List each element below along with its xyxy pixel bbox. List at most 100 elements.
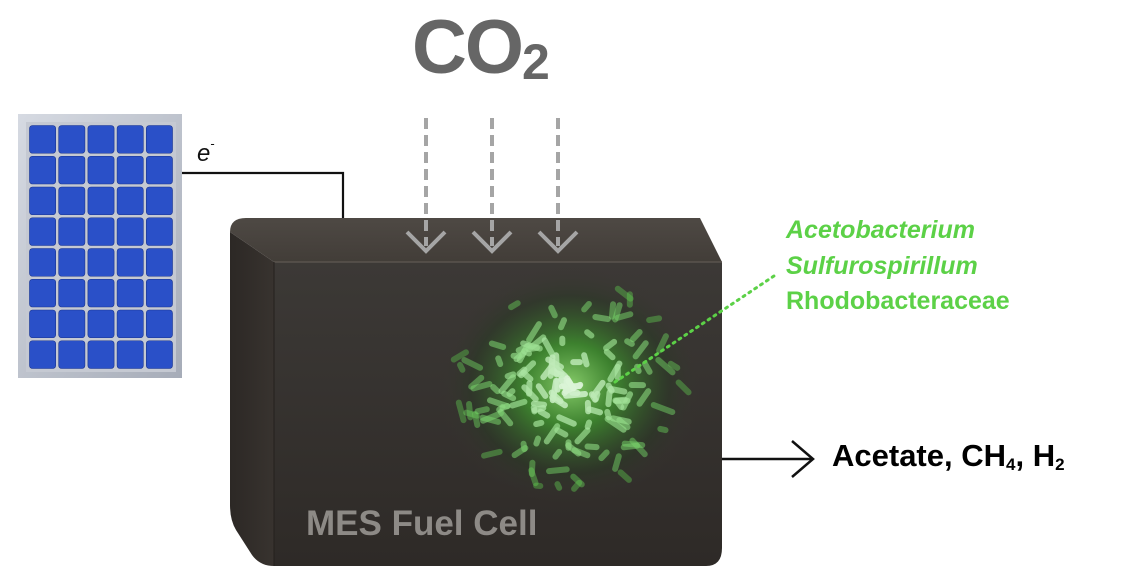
solar-cell: [87, 340, 115, 369]
co2-arrow-1: [405, 118, 447, 254]
microbe-rod: [535, 383, 549, 399]
microbe-rod: [466, 400, 474, 421]
microbe-rod: [571, 479, 583, 492]
solar-cell: [58, 248, 86, 277]
microbe-rod: [541, 337, 556, 358]
microbe-rods: [450, 285, 692, 492]
microbe-rod: [646, 315, 663, 324]
microbe-rod: [468, 374, 485, 390]
co2-inflow-arrows: [405, 118, 579, 254]
microbe-rod: [533, 435, 542, 447]
microbe-rod: [528, 459, 536, 478]
microbe-rod: [556, 414, 577, 427]
microbe-biofilm: [438, 267, 702, 503]
microbe-rod: [624, 338, 635, 347]
microbe-rod: [558, 317, 568, 331]
microbe-rod: [584, 443, 600, 451]
solar-cell: [87, 155, 115, 185]
microbe-rod: [552, 448, 563, 460]
solar-cell: [29, 309, 57, 339]
solar-cell: [58, 278, 86, 308]
solar-cell: [116, 217, 144, 246]
bacteria-label-sulfurospirillum: Sulfurospirillum: [786, 252, 978, 280]
microbe-rod: [628, 381, 647, 389]
solar-cell: [58, 217, 86, 246]
microbe-rod: [614, 285, 634, 302]
electron-wire: [182, 171, 345, 240]
microbe-rod: [636, 388, 652, 407]
solar-cell: [29, 125, 57, 154]
microbe-rod: [675, 379, 692, 396]
solar-cell: [146, 309, 173, 339]
microbe-rod: [629, 329, 643, 343]
microbe-rod: [455, 399, 467, 424]
microbe-rod: [656, 333, 669, 354]
microbe-rod: [581, 352, 590, 368]
microbe-rod: [570, 359, 583, 366]
microbe-rod: [603, 338, 618, 352]
solar-cell: [146, 155, 173, 185]
solar-cell: [146, 278, 173, 308]
microbe-rod: [565, 377, 577, 392]
microbe-rod: [496, 404, 506, 413]
solar-cell: [146, 248, 173, 277]
microbe-rod: [521, 384, 539, 403]
microbe-rod: [592, 313, 611, 323]
microbe-rod: [641, 360, 653, 375]
microbe-rod: [605, 382, 615, 394]
microbe-rod: [632, 340, 649, 360]
microbe-rod: [584, 419, 593, 430]
solar-panel: [18, 114, 182, 378]
microbe-rod: [609, 415, 632, 425]
microbe-rod: [543, 423, 561, 445]
solar-cell: [116, 186, 144, 216]
microbe-rod: [533, 482, 544, 489]
microbe-rod: [511, 445, 529, 459]
microbe-rod: [626, 291, 633, 308]
microbe-rod: [501, 390, 517, 402]
microbe-rod: [607, 360, 623, 383]
microbe-rod: [526, 321, 542, 343]
microbe-rod: [584, 329, 595, 339]
solar-cell: [87, 217, 115, 246]
microbe-rod: [520, 340, 543, 352]
microbe-rod: [479, 414, 502, 425]
microbe-rod: [581, 300, 592, 313]
microbe-rod: [667, 360, 681, 371]
solar-cell: [58, 186, 86, 216]
microbe-rod: [546, 466, 570, 475]
solar-cell: [116, 155, 144, 185]
solar-cell: [29, 340, 57, 369]
solar-cell: [116, 125, 144, 154]
microbe-rod: [614, 311, 634, 321]
microbe-rod: [565, 439, 572, 451]
bacteria-label-acetobacterium: Acetobacterium: [786, 216, 975, 244]
microbe-rod: [559, 335, 566, 347]
microbe-rod: [554, 481, 563, 491]
solar-cell: [87, 278, 115, 308]
solar-cell: [116, 278, 144, 308]
microbe-rod: [655, 356, 676, 376]
microbe-rod: [495, 355, 504, 368]
solar-cell: [29, 248, 57, 277]
solar-cell: [29, 217, 57, 246]
solar-cell: [58, 309, 86, 339]
solar-cell: [146, 125, 173, 154]
microbe-rod: [612, 453, 622, 472]
products-label: Acetate, CH4, H2: [832, 438, 1065, 474]
microbe-rod: [605, 389, 613, 408]
solar-cell: [146, 217, 173, 246]
microbe-rod: [604, 415, 627, 433]
solar-cell: [146, 340, 173, 369]
solar-cell: [58, 155, 86, 185]
microbe-rod: [612, 396, 628, 404]
microbe-rod: [490, 384, 501, 395]
microbe-rod: [650, 402, 676, 416]
microbe-rod: [603, 348, 616, 361]
microbe-rod: [481, 448, 503, 459]
microbe-rod: [450, 349, 469, 363]
product-output-arrow: [722, 440, 815, 478]
microbe-rod: [518, 360, 537, 379]
microbe-rod: [571, 447, 591, 459]
co2-arrow-3: [537, 118, 579, 254]
